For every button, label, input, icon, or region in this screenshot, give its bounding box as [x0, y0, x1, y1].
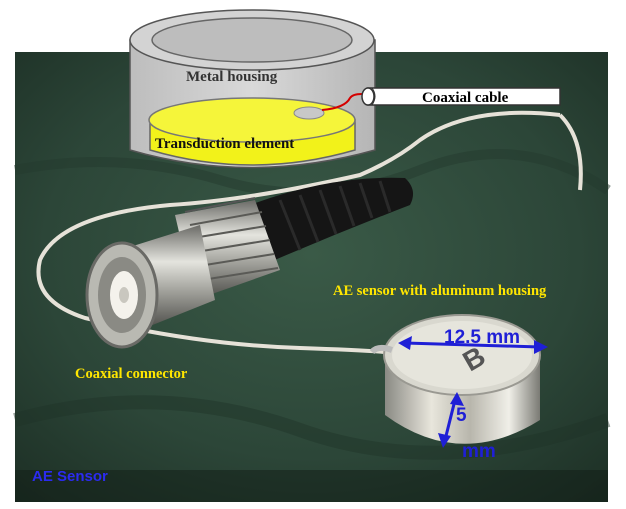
schematic-inset — [129, 9, 561, 169]
ae-sensor-caption: AE Sensor — [32, 468, 108, 485]
cable — [558, 113, 583, 191]
metal-housing-label: Metal housing — [186, 69, 278, 85]
diameter-dimension-label: 12.5 mm — [444, 327, 521, 348]
dimension-arrows — [398, 336, 548, 448]
coaxial-cable-label: Coaxial cable — [422, 90, 509, 106]
height-dimension-value: 5 — [456, 405, 467, 426]
ae-sensor-housing-label: AE sensor with aluminum housing — [333, 283, 547, 299]
bnc-connector — [85, 197, 280, 349]
transduction-element-label: Transduction element — [155, 136, 295, 152]
coaxial-connector-label: Coaxial connector — [75, 366, 188, 382]
cloth-fold — [13, 395, 611, 460]
photo-edge-shadow — [15, 470, 608, 502]
height-dimension-unit: mm — [462, 441, 496, 462]
strain-relief-ridges — [278, 180, 392, 251]
ae-sensor-body: B — [369, 314, 541, 444]
cable — [36, 110, 561, 354]
